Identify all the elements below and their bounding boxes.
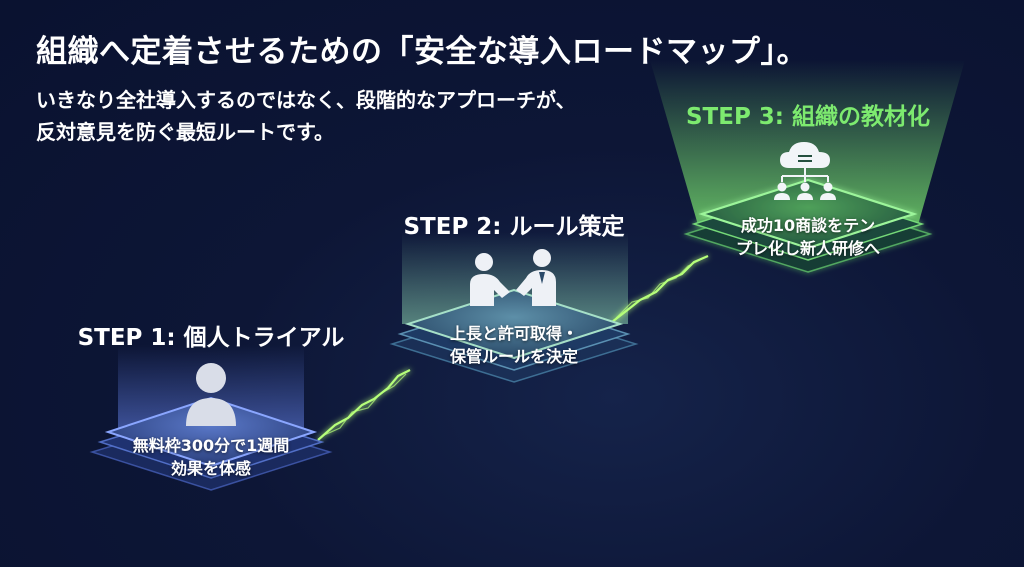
step-2-description: 上長と許可取得・ 保管ルールを決定 [450,322,578,368]
step-3-desc-line-2: プレ化し新人研修へ [735,239,881,258]
subtitle-line-1: いきなり全社導入するのではなく、段階的なアプローチが、 [36,88,576,112]
connector-lightning-1 [317,369,411,441]
platform-step-1 [89,396,333,491]
step-2-desc-line-2: 保管ルールを決定 [449,347,579,366]
platform-step-2 [389,288,639,383]
step-1-title: STEP 1: 個人トライアル [77,325,345,351]
step-3-title: STEP 3: 組織の教材化 [685,104,931,130]
step-1-desc-line-1: 無料枠300分で1週間 [132,436,290,455]
step-3-desc-line-1: 成功10商談をテン [740,216,876,235]
person-icon [186,363,236,426]
handshake-icon [470,249,556,306]
subtitle-line-2: 反対意見を防ぐ最短ルートです。 [36,120,334,144]
step-1-description: 無料枠300分で1週間 効果を体感 [133,434,290,480]
platform-step-3 [683,178,933,273]
step-2-desc-line-1: 上長と許可取得・ [449,324,579,343]
step-1-desc-line-2: 効果を体感 [170,459,252,478]
cloud-network-icon [774,142,836,200]
step-3-description: 成功10商談をテン プレ化し新人研修へ [736,214,880,260]
step-2-title: STEP 2: ルール策定 [403,214,625,240]
connector-lightning-2 [611,254,709,323]
